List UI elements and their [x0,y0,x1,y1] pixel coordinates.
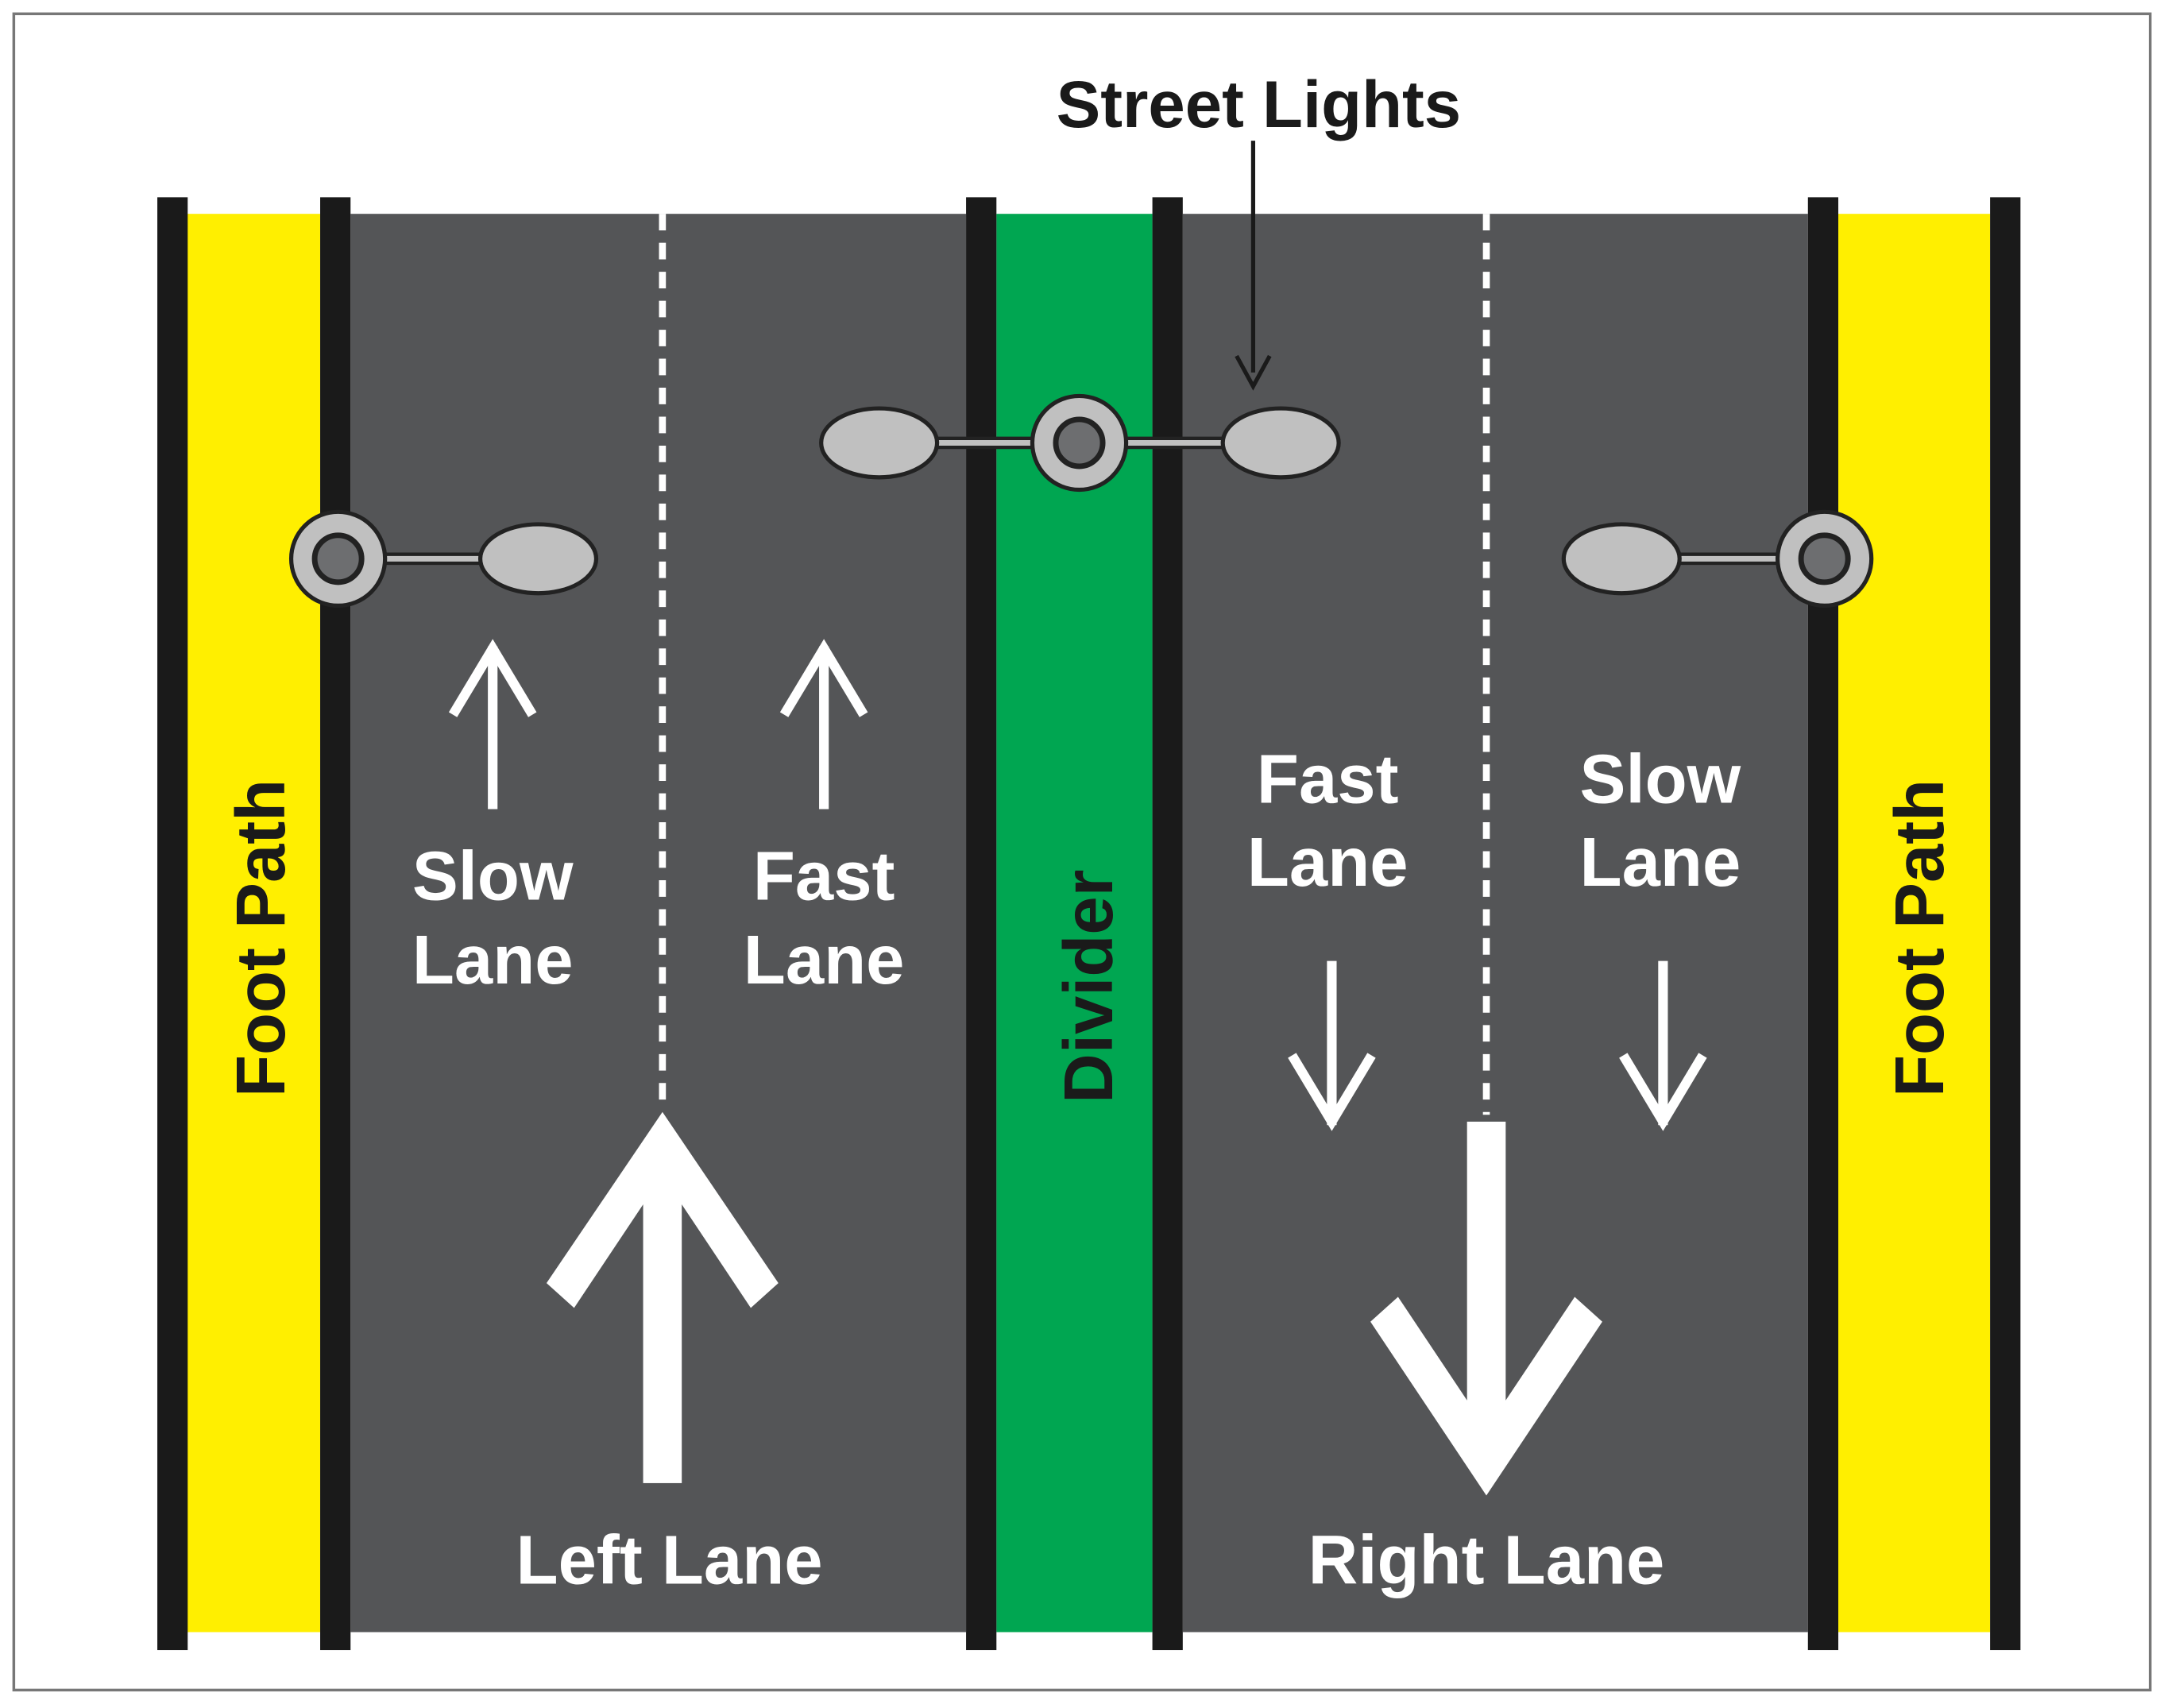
lamp-icon [819,406,940,480]
curb-line [1152,197,1183,1651]
left-lane-arrow-up [546,1111,779,1483]
lamp-icon [1220,406,1341,480]
right-fast-lane-label: Fast [1257,741,1399,818]
right-lane-label: Right Lane [1308,1522,1665,1599]
right-lane-arrow-down [1370,1121,1602,1496]
right-fast-lane-arrow-down [1288,960,1376,1131]
left-fast-lane-arrow-up [779,639,868,810]
foot-path-left [186,214,321,1633]
foot-path-right-label: Foot Path [1881,779,1958,1097]
curb-line [1807,197,1839,1651]
right-slow-lane-label: Lane [1580,824,1741,901]
lamp-icon [1561,522,1682,596]
street-light-center [819,393,1341,493]
left-slow-lane-arrow-up [448,639,537,810]
curb-line [966,197,997,1651]
right-fast-lane-label: Lane [1247,824,1409,901]
right-slow-lane-label: Slow [1580,741,1741,818]
left-fast-lane-label: Fast [753,837,895,914]
left-fast-lane-label: Lane [744,922,905,999]
curb-line [1990,197,2021,1651]
street-light-left [288,509,599,609]
street-lights-title: Street Lights [1057,68,1462,141]
lamp-icon [477,522,599,596]
left-slow-lane-label: Lane [412,922,574,999]
foot-path-right [1838,214,1991,1633]
foot-path-left-label: Foot Path [222,779,299,1097]
callout-arrowhead [1235,354,1272,391]
street-light-right [1561,509,1874,609]
left-lane-label: Left Lane [516,1522,823,1599]
curb-line [157,197,188,1651]
divider-label: Divider [1050,870,1127,1103]
left-slow-lane-label: Slow [412,837,574,914]
curb-line [320,197,351,1651]
right-slow-lane-arrow-down [1619,960,1707,1131]
